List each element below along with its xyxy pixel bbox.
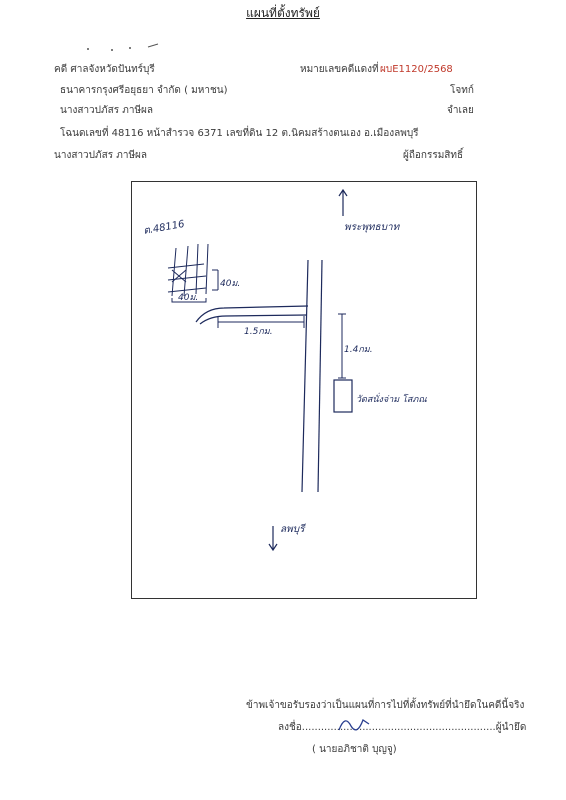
signature-scribble [335, 712, 375, 740]
south-arrow-icon [268, 526, 278, 552]
side-road-bottom-edge [199, 314, 308, 325]
north-arrow-icon [338, 188, 348, 216]
defendant-name: นางสาวปภัสร ภาษีผล [60, 105, 154, 116]
case-number: ผบE1120/2568 [380, 64, 453, 75]
deed-line: โฉนดเลขที่ 48116 หน้าสำรวจ 6371 เลขที่ดิ… [60, 128, 419, 139]
scan-marks [84, 40, 164, 59]
main-road-left-edge [301, 259, 309, 493]
case-number-label: หมายเลขคดีแดงที่ [300, 64, 379, 75]
plaintiff-name: ธนาคารกรุงศรีอยุธยา จำกัด ( มหาชน) [60, 85, 228, 96]
dist-1-4-label: 1.4กม. [344, 345, 373, 355]
parcel-label: ต.48116 [143, 219, 186, 237]
owner-role: ผู้ถือกรรมสิทธิ์ [403, 150, 464, 161]
dim-bracket-bottom [171, 298, 207, 303]
side-road-top-edge [195, 305, 309, 323]
owner-name: นางสาวปภัสร ภาษีผล [54, 150, 148, 161]
dim-1-4-line [338, 313, 346, 379]
dist-1-5-label: 1.5กม. [244, 327, 273, 337]
court-name: คดี ศาลจังหวัดปันทร์บุรี [54, 64, 155, 75]
temple-label: วัดสนั่งจ่าม โสภณ [356, 392, 427, 405]
certify-statement: ข้าพเจ้าขอรับรองว่าเป็นแผนที่การไปที่ตั้… [246, 700, 525, 711]
temple-box [333, 379, 353, 413]
main-road-right-edge [317, 259, 323, 493]
page-title: แผนที่ตั้งทรัพย์ [246, 6, 320, 20]
south-label: ลพบุรี [280, 523, 306, 535]
dim-40-side-label: 40ม. [220, 279, 240, 289]
location-map: ต.48116 40ม. 40ม. 1.5กม. 1.4กม. พระพุทธบ… [131, 181, 477, 599]
signature-line: ลงชื่อ..................................… [278, 722, 527, 733]
dim-bracket-side [212, 269, 219, 291]
defendant-role: จำเลย [447, 105, 474, 116]
parcel-grid [167, 243, 209, 297]
north-label: พระพุทธบาท [344, 222, 401, 233]
dim-1-5-line [217, 316, 305, 328]
plaintiff-role: โจทก์ [450, 85, 474, 96]
signer-name: ( นายอภิชาติ บุญจู) [312, 744, 397, 755]
dim-40-top-label: 40ม. [178, 293, 198, 303]
map-drawing: ต.48116 40ม. 40ม. 1.5กม. 1.4กม. พระพุทธบ… [143, 188, 427, 552]
